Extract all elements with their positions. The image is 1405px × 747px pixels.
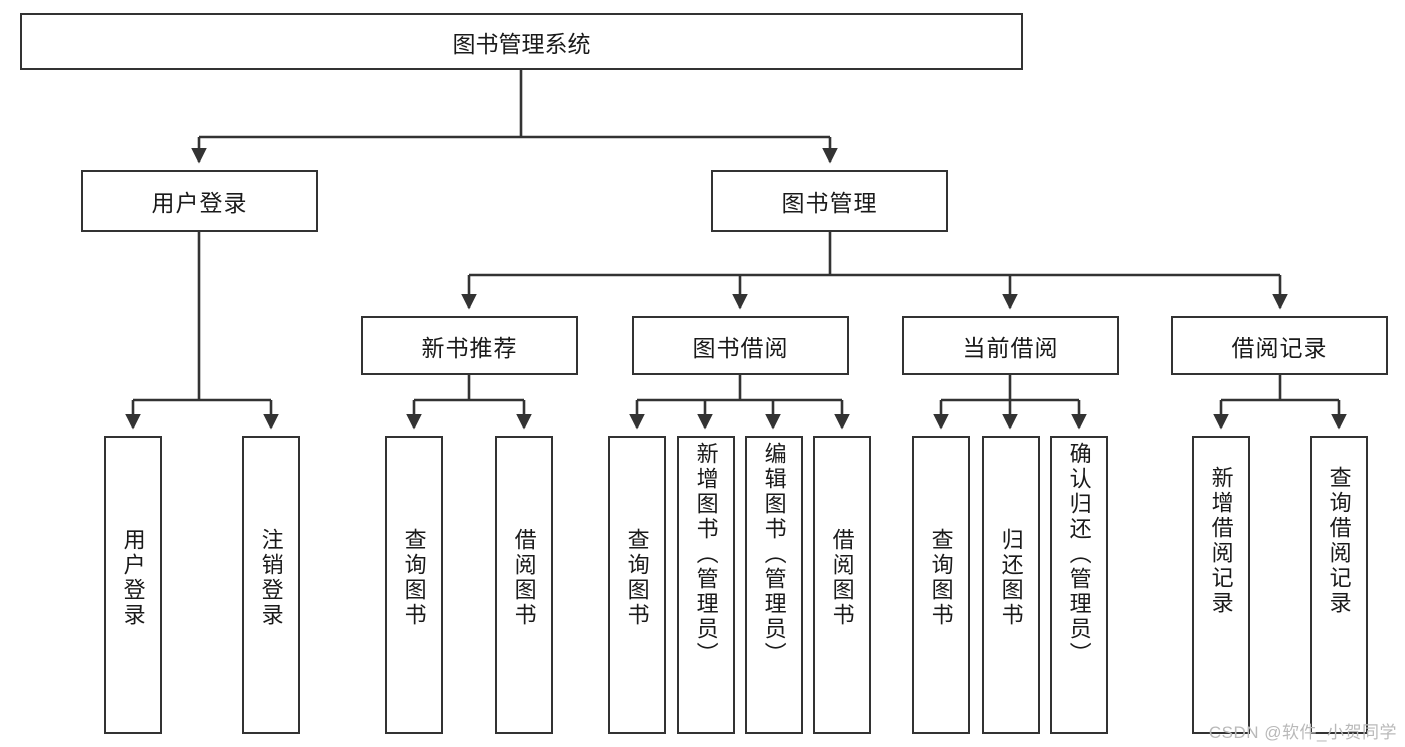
- node-book-management[interactable]: 图书管理: [711, 170, 948, 232]
- node-label: 查询图书: [401, 528, 427, 628]
- node-label: 查询图书: [624, 528, 650, 628]
- leaf-user-login[interactable]: 用户登录: [104, 436, 162, 734]
- node-label: 图书借阅: [692, 334, 789, 361]
- leaf-add-borrow-record[interactable]: 新增借阅记录: [1192, 436, 1250, 734]
- leaf-return-book[interactable]: 归还图书: [982, 436, 1040, 734]
- node-borrow-record[interactable]: 借阅记录: [1171, 316, 1388, 375]
- node-label: 图书管理: [781, 190, 878, 216]
- node-new-book-recommend[interactable]: 新书推荐: [361, 316, 578, 375]
- leaf-query-book-recommend[interactable]: 查询图书: [385, 436, 443, 734]
- node-root-system[interactable]: 图书管理系统: [20, 13, 1023, 70]
- leaf-edit-book-admin[interactable]: 编辑图书（管理员）: [745, 436, 803, 734]
- node-label: 查询借阅记录: [1326, 466, 1352, 616]
- node-label: 注销登录: [258, 528, 284, 628]
- node-label: 查询图书: [928, 528, 954, 628]
- node-label: 用户登录: [120, 528, 146, 628]
- leaf-query-borrow-record[interactable]: 查询借阅记录: [1310, 436, 1368, 734]
- node-user-login[interactable]: 用户登录: [81, 170, 318, 232]
- node-book-borrow[interactable]: 图书借阅: [632, 316, 849, 375]
- node-label: 确认归还（管理员）: [1066, 442, 1092, 667]
- node-label: 当前借阅: [962, 334, 1059, 361]
- node-label: 用户登录: [151, 190, 248, 216]
- node-label: 新书推荐: [421, 334, 518, 361]
- node-label: 归还图书: [998, 528, 1024, 628]
- leaf-add-book-admin[interactable]: 新增图书（管理员）: [677, 436, 735, 734]
- node-label: 借阅记录: [1231, 334, 1328, 361]
- leaf-logout[interactable]: 注销登录: [242, 436, 300, 734]
- leaf-borrow-book-recommend[interactable]: 借阅图书: [495, 436, 553, 734]
- leaf-query-book-current[interactable]: 查询图书: [912, 436, 970, 734]
- leaf-query-book-borrow[interactable]: 查询图书: [608, 436, 666, 734]
- node-label: 新增图书（管理员）: [693, 442, 719, 667]
- node-label: 借阅图书: [511, 528, 537, 628]
- node-label: 新增借阅记录: [1208, 466, 1234, 616]
- leaf-borrow-book[interactable]: 借阅图书: [813, 436, 871, 734]
- node-current-borrow[interactable]: 当前借阅: [902, 316, 1119, 375]
- node-label: 借阅图书: [829, 528, 855, 628]
- watermark: CSDN @软件_小贺同学: [1208, 723, 1397, 742]
- node-label: 编辑图书（管理员）: [761, 442, 787, 667]
- node-label: 图书管理系统: [452, 30, 591, 57]
- leaf-confirm-return-admin[interactable]: 确认归还（管理员）: [1050, 436, 1108, 734]
